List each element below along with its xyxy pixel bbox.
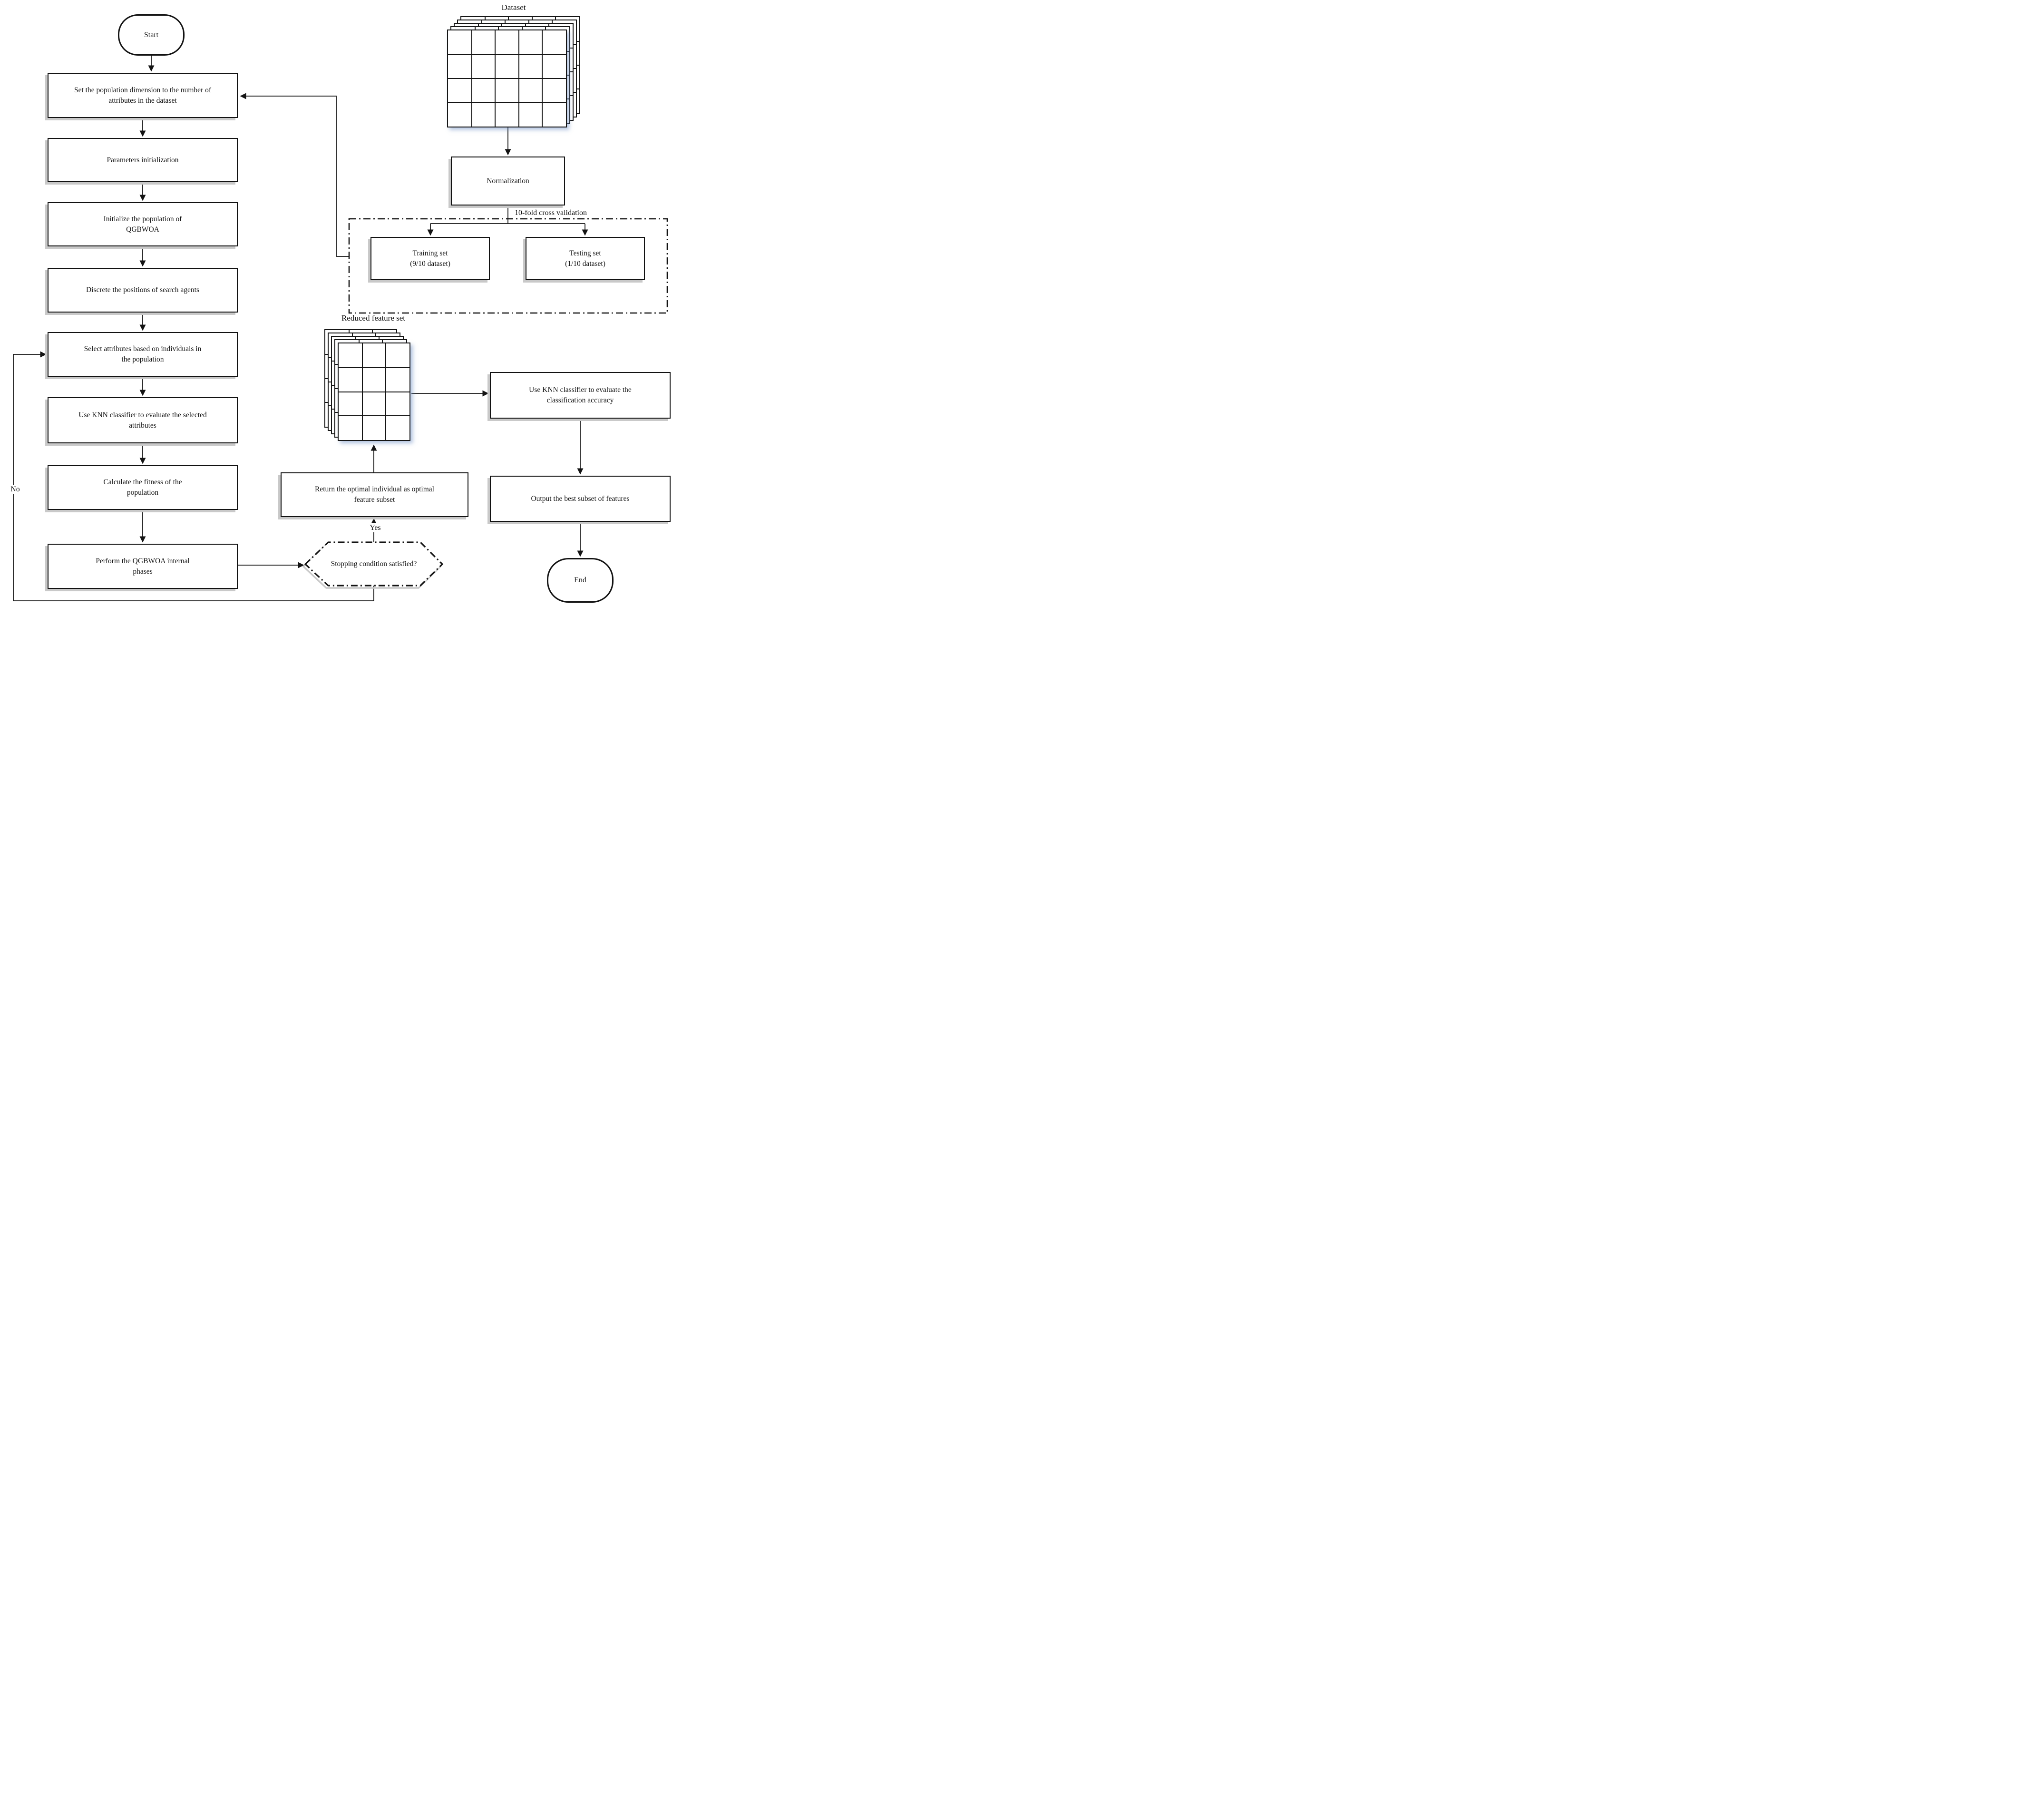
step-return-optimal-individual: Return the optimal individual as optimal… (281, 472, 468, 517)
end-terminator: End (547, 558, 614, 603)
step-calculate-fitness: Calculate the fitness of the population (48, 465, 238, 510)
dataset-stack (447, 16, 581, 128)
training-set-title: Training set (412, 249, 448, 257)
arrow-feedback-to-setdim (240, 93, 349, 257)
start-label: Start (144, 30, 159, 39)
step-perform-qgbwoa-phases: Perform the QGBWOA internal phases (48, 544, 238, 589)
step-output-best-subset: Output the best subset of features (490, 476, 671, 522)
flowchart-canvas: Start Set the population dimension to th… (0, 0, 676, 607)
line-normalization-split (430, 205, 585, 224)
testing-set-title: Testing set (569, 249, 601, 257)
cross-validation-container (348, 218, 668, 314)
reduced-feature-set-label: Reduced feature set (341, 313, 406, 323)
no-label: No (3, 485, 28, 494)
step-select-attributes: Select attributes based on individuals i… (48, 332, 238, 377)
reduced-feature-set-stack (324, 329, 411, 441)
start-terminator: Start (118, 14, 185, 56)
step-knn-classification-accuracy: Use KNN classifier to evaluate the class… (490, 372, 671, 419)
connector-lines (13, 56, 668, 601)
testing-set-subtitle: (1/10 dataset) (565, 259, 605, 268)
cross-validation-label: 10-fold cross validation (515, 209, 587, 217)
decision-hexagon (302, 541, 444, 589)
step-knn-evaluate-selected: Use KNN classifier to evaluate the selec… (48, 397, 238, 443)
decision-stopping-condition-label: Stopping condition satisfied? (331, 560, 417, 568)
testing-set-box: Testing set (1/10 dataset) (526, 237, 645, 280)
dataset-label: Dataset (501, 3, 526, 12)
step-parameters-initialization: Parameters initialization (48, 138, 238, 182)
end-label: End (574, 576, 586, 584)
reduced-stack-front-page (338, 342, 410, 441)
arrow-no-loop (13, 351, 374, 601)
dataset-stack-front-page (447, 29, 567, 127)
step-set-population-dimension: Set the population dimension to the numb… (48, 73, 238, 118)
yes-label: Yes (361, 523, 390, 533)
step-discrete-positions: Discrete the positions of search agents (48, 268, 238, 313)
step-initialize-population: Initialize the population of QGBWOA (48, 202, 238, 246)
step-normalization: Normalization (451, 157, 565, 205)
training-set-box: Training set (9/10 dataset) (370, 237, 490, 280)
training-set-subtitle: (9/10 dataset) (410, 259, 450, 268)
